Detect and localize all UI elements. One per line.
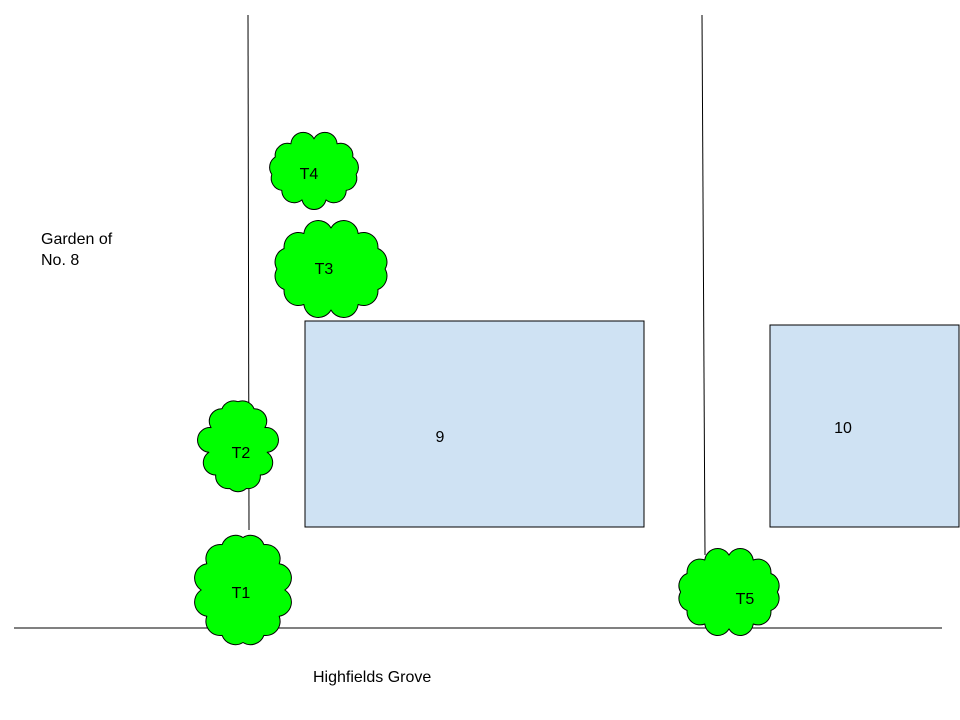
house-9-footprint [304, 320, 645, 528]
tree-t5-canopy [678, 548, 780, 636]
house-10: 10 [769, 324, 960, 528]
house-9: 9 [304, 320, 645, 528]
house-9-label: 9 [436, 429, 445, 446]
tree-t4-canopy [269, 131, 359, 210]
road-name-label: Highfields Grove [313, 669, 432, 686]
tree-t4: T4 [269, 131, 359, 210]
tree-t2: T2 [197, 400, 279, 493]
garden-label-line1: Garden of [41, 231, 113, 248]
garden-label: Garden of No. 8 [41, 229, 112, 271]
tree-t3-canopy [274, 220, 388, 318]
house-10-label: 10 [834, 420, 852, 437]
tree-t2-label: T2 [232, 445, 251, 462]
tree-t1-label: T1 [232, 585, 251, 602]
tree-t3: T3 [274, 220, 388, 318]
tree-t1: T1 [194, 534, 292, 646]
tree-t1-canopy [194, 534, 292, 646]
tree-t4-label: T4 [300, 166, 319, 183]
tree-t2-canopy [197, 400, 279, 493]
tree-t5-label: T5 [736, 591, 755, 608]
house-10-footprint [769, 324, 960, 528]
tree-t3-label: T3 [315, 261, 334, 278]
garden-label-line2: No. 8 [41, 252, 80, 269]
tree-t5: T5 [678, 548, 780, 636]
boundary-line-right [701, 14, 706, 556]
